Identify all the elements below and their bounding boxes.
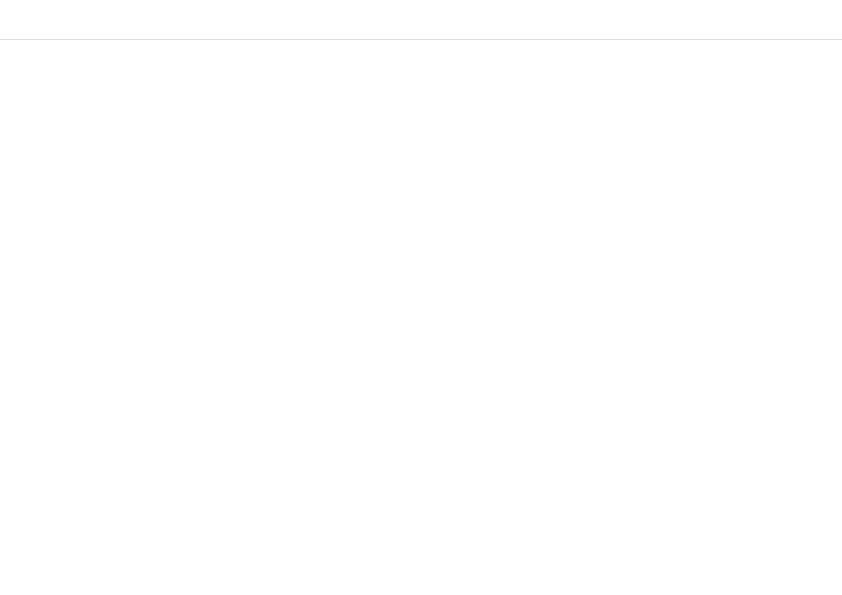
main-content bbox=[0, 40, 842, 595]
header-bar bbox=[0, 0, 842, 40]
